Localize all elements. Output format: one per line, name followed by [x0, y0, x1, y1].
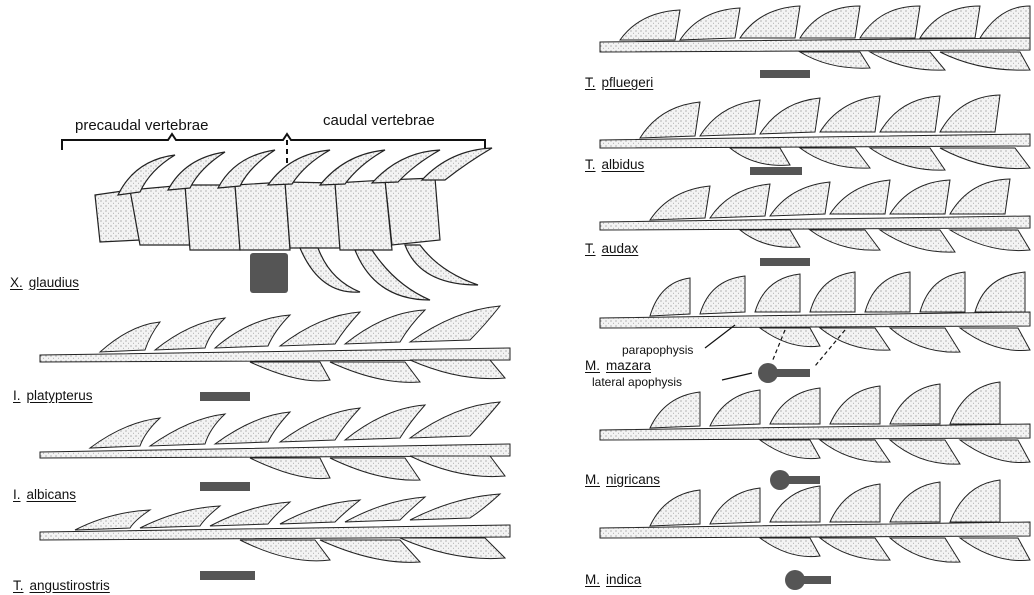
- species-label-i-albicans: I. albicans: [13, 487, 76, 503]
- x-gladius-vertebrae: [95, 148, 492, 300]
- precaudal-vertebrae-label: precaudal vertebrae: [75, 117, 208, 134]
- i-platypterus-vertebrae: [40, 306, 510, 382]
- species-genus: M.: [585, 358, 600, 373]
- species-epithet: audax: [602, 241, 639, 256]
- species-genus: T.: [13, 578, 24, 593]
- species-genus: I.: [13, 487, 21, 502]
- m-nigricans-vertebrae: [600, 382, 1030, 464]
- m-indica-centrum-section: [785, 570, 831, 590]
- t-angustirostris-vertebrae: [40, 494, 510, 562]
- t-pfluegeri-vertebrae: [600, 6, 1030, 70]
- species-epithet: angustirostris: [30, 578, 110, 593]
- i-platypterus-centrum-section: [200, 392, 250, 401]
- species-epithet: mazara: [606, 358, 651, 373]
- t-pfluegeri-centrum-section: [760, 70, 810, 78]
- t-angustirostris-centrum-section: [200, 571, 255, 580]
- t-audax-vertebrae: [600, 179, 1030, 252]
- species-genus: X.: [10, 275, 23, 290]
- i-albicans-vertebrae: [40, 402, 510, 480]
- x-gladius-centrum-section: [250, 253, 288, 293]
- parapophysis-label: parapophysis: [622, 343, 693, 357]
- species-genus: T.: [585, 157, 596, 172]
- t-audax-centrum-section: [760, 258, 810, 266]
- species-genus: T.: [585, 75, 596, 90]
- caudal-vertebrae-label: caudal vertebrae: [323, 112, 435, 129]
- species-epithet: indica: [606, 572, 641, 587]
- species-epithet: nigricans: [606, 472, 660, 487]
- m-indica-vertebrae: [600, 480, 1030, 562]
- t-albidus-centrum-section: [750, 167, 802, 175]
- lateral-apophysis-label: lateral apophysis: [592, 375, 682, 389]
- species-label-t-audax: T. audax: [585, 241, 638, 257]
- species-genus: T.: [585, 241, 596, 256]
- species-epithet: pfluegeri: [602, 75, 654, 90]
- vertebrae-bracket: [62, 134, 485, 150]
- species-label-t-albidus: T. albidus: [585, 157, 644, 173]
- species-genus: M.: [585, 572, 600, 587]
- species-epithet: albidus: [602, 157, 645, 172]
- i-albicans-centrum-section: [200, 482, 250, 491]
- species-epithet: platypterus: [27, 388, 93, 403]
- m-mazara-centrum-section: [758, 363, 810, 383]
- species-label-i-platypterus: I. platypterus: [13, 388, 93, 404]
- species-label-m-nigricans: M. nigricans: [585, 472, 660, 488]
- species-epithet: albicans: [27, 487, 77, 502]
- species-genus: I.: [13, 388, 21, 403]
- species-label-m-mazara: M. mazara: [585, 358, 651, 374]
- species-genus: M.: [585, 472, 600, 487]
- m-mazara-vertebrae: [600, 272, 1030, 352]
- species-label-x-gladius: X. glaudius: [10, 275, 79, 291]
- t-albidus-vertebrae: [600, 95, 1030, 170]
- species-label-t-pfluegeri: T. pfluegeri: [585, 75, 653, 91]
- species-epithet: glaudius: [29, 275, 79, 290]
- species-label-m-indica: M. indica: [585, 572, 641, 588]
- species-label-t-angustirostris: T. angustirostris: [13, 578, 110, 594]
